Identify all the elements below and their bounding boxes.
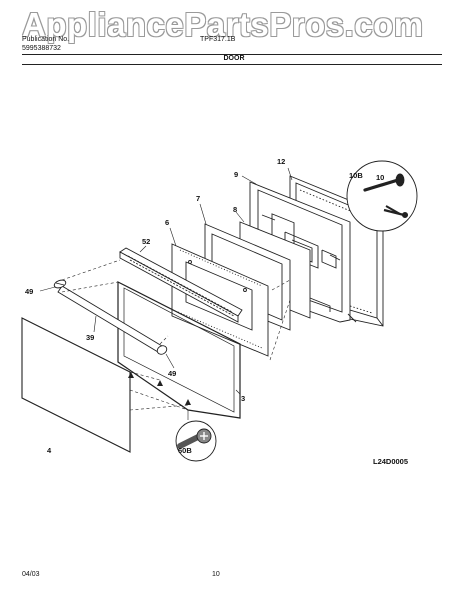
handle-end-cap-upper — [53, 279, 67, 289]
header-rule-bottom — [22, 64, 442, 65]
door-gasket-frame — [117, 281, 241, 419]
callout-10: 10 — [376, 173, 384, 182]
callout-52: 52 — [142, 237, 150, 246]
fastener-markers — [128, 372, 191, 405]
screw-detail-60b — [175, 410, 217, 462]
callout-49-upper: 49 — [25, 287, 33, 296]
callout-9: 9 — [234, 170, 238, 179]
callout-60b: 60B — [178, 446, 192, 455]
header-rule-top — [22, 54, 442, 55]
callout-12: 12 — [277, 157, 285, 166]
callout-7: 7 — [196, 194, 200, 203]
handle-trim — [119, 247, 243, 323]
callout-49-lower: 49 — [168, 369, 176, 378]
publication-label: Publication No. — [22, 36, 70, 43]
callout-39: 39 — [86, 333, 94, 342]
callout-3: 3 — [241, 394, 245, 403]
model-number: TPF317.1B — [200, 36, 236, 43]
callout-4: 4 — [47, 446, 52, 455]
front-glass-panel — [21, 317, 131, 453]
publication-number: 5995388732 — [22, 45, 61, 52]
section-title: DOOR — [223, 55, 245, 62]
callout-6: 6 — [165, 218, 169, 227]
handle-end-cap-lower — [156, 345, 168, 355]
page-number: 10 — [212, 571, 220, 578]
diagram-code: L24D0005 — [373, 457, 408, 466]
callout-10b: 10B — [349, 171, 363, 180]
callout-8: 8 — [233, 205, 237, 214]
screw-10 — [383, 208, 409, 219]
watermark: AppliancePartsPros.com — [22, 6, 424, 43]
footer-date: 04/03 — [22, 571, 40, 578]
